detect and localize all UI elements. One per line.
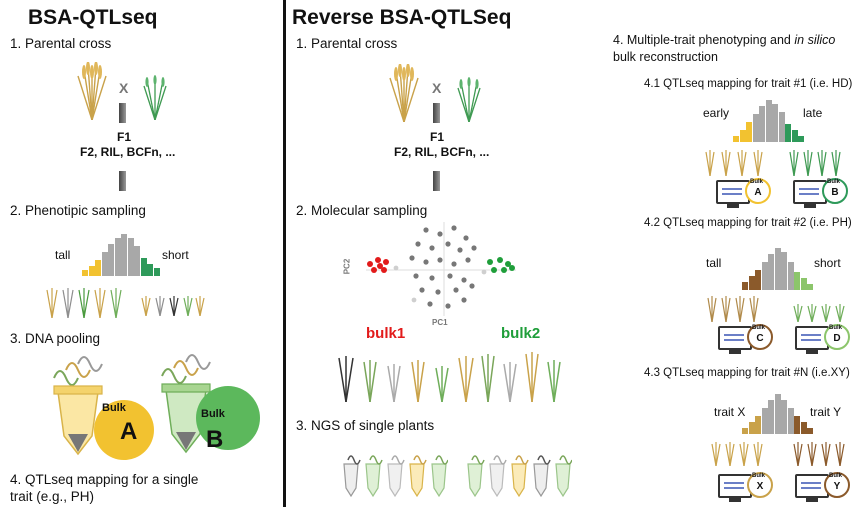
tube-icon — [467, 455, 572, 498]
tube-icon — [161, 354, 260, 454]
label-tall: tall — [55, 248, 71, 262]
bulk-word: Bulk — [750, 179, 764, 185]
plant-row-icon — [707, 296, 759, 322]
histogram-icon — [742, 246, 814, 290]
arrow-icon — [119, 171, 126, 191]
histogram-icon — [742, 392, 814, 434]
left-title: BSA-QTLseq — [28, 6, 158, 29]
plant-row-icon — [793, 304, 845, 322]
in-silico-text: in silico — [794, 33, 836, 47]
section-4-3: 4.3 QTLseq mapping for trait #N (i.e.XY) — [644, 367, 850, 379]
label-early: early — [703, 106, 730, 120]
cross-x: X — [119, 80, 129, 96]
middle-pops: F2, RIL, BCFn, ... — [394, 145, 490, 159]
section-4-2: 4.2 QTLseq mapping for trait #2 (i.e. PH… — [644, 217, 852, 229]
label-short: short — [162, 248, 189, 262]
middle-step1: 1. Parental cross — [296, 36, 398, 51]
panel-divider — [283, 0, 286, 507]
middle-f1: F1 — [430, 130, 445, 144]
plant-row-icon — [789, 150, 841, 176]
left-f1: F1 — [117, 130, 132, 144]
left-step2: 2. Phenotipic sampling — [10, 203, 146, 218]
bulk-letter: X — [756, 481, 764, 492]
middle-step3: 3. NGS of single plants — [296, 418, 435, 433]
middle-step2: 2. Molecular sampling — [296, 203, 428, 218]
middle-title: Reverse BSA-QTLSeq — [292, 6, 512, 29]
bulk-b-word: Bulk — [201, 408, 225, 420]
left-step1: 1. Parental cross — [10, 36, 112, 51]
wheat-plant-icon — [389, 64, 419, 122]
pca-scatter-icon — [366, 222, 516, 316]
arrow-icon — [433, 103, 440, 123]
label-trait-y: trait Y — [810, 405, 842, 419]
tube-icon — [53, 356, 154, 460]
bulk1-label: bulk1 — [366, 325, 406, 342]
left-pops: F2, RIL, BCFn, ... — [80, 145, 176, 159]
bulk-a-word: Bulk — [102, 402, 126, 414]
label-late: late — [803, 106, 823, 120]
wheat-plant-icon — [457, 77, 481, 122]
left-step4-line1: 4. QTLseq mapping for a single — [10, 472, 199, 487]
bulk-letter: C — [756, 333, 764, 344]
bulk-word: Bulk — [752, 325, 766, 331]
plant-row-icon — [141, 296, 205, 316]
right-step4-text: 4. Multiple-trait phenotyping and — [613, 33, 795, 47]
bulk-a-label: A — [120, 418, 138, 445]
left-step3: 3. DNA pooling — [10, 331, 101, 346]
wheat-plant-icon — [77, 62, 107, 120]
bulk2-label: bulk2 — [501, 325, 541, 342]
label-trait-x: trait X — [714, 405, 746, 419]
bulk-letter: Y — [833, 481, 841, 492]
bulk-letter: B — [831, 187, 839, 198]
histogram-icon — [82, 232, 160, 276]
bulk-b-label: B — [206, 426, 224, 453]
bulk-letter: D — [833, 333, 841, 344]
label-short-2: short — [814, 256, 841, 270]
arrow-icon — [119, 103, 126, 123]
monitor-icon — [718, 326, 752, 354]
bulk-word: Bulk — [827, 179, 841, 185]
bulk-word: Bulk — [752, 473, 766, 479]
plant-row-icon — [338, 356, 449, 402]
plant-row-icon — [705, 150, 763, 176]
right-step4-line1: 4. Multiple-trait phenotyping and in sil… — [613, 33, 835, 47]
pca-axis-pc1: PC1 — [432, 318, 448, 327]
bulk-word: Bulk — [829, 473, 843, 479]
bulk-word: Bulk — [829, 325, 843, 331]
plant-row-icon — [46, 288, 122, 318]
plant-row-icon — [458, 352, 561, 402]
plant-row-icon — [711, 442, 763, 466]
tube-icon — [343, 455, 448, 498]
arrow-icon — [433, 171, 440, 191]
label-tall-2: tall — [706, 256, 722, 270]
plant-row-icon — [793, 442, 845, 466]
pca-axis-pc2: PC2 — [342, 258, 352, 275]
monitor-icon — [716, 180, 750, 208]
monitor-icon — [793, 180, 827, 208]
right-step4-line2: bulk reconstruction — [613, 50, 718, 64]
wheat-plant-icon — [143, 75, 167, 120]
cross-x: X — [432, 80, 442, 96]
section-4-1: 4.1 QTLseq mapping for trait #1 (i.e. HD… — [644, 78, 853, 90]
histogram-icon — [733, 98, 805, 142]
bulk-letter: A — [754, 187, 762, 198]
left-step4-line2: trait (e.g., PH) — [10, 489, 95, 504]
